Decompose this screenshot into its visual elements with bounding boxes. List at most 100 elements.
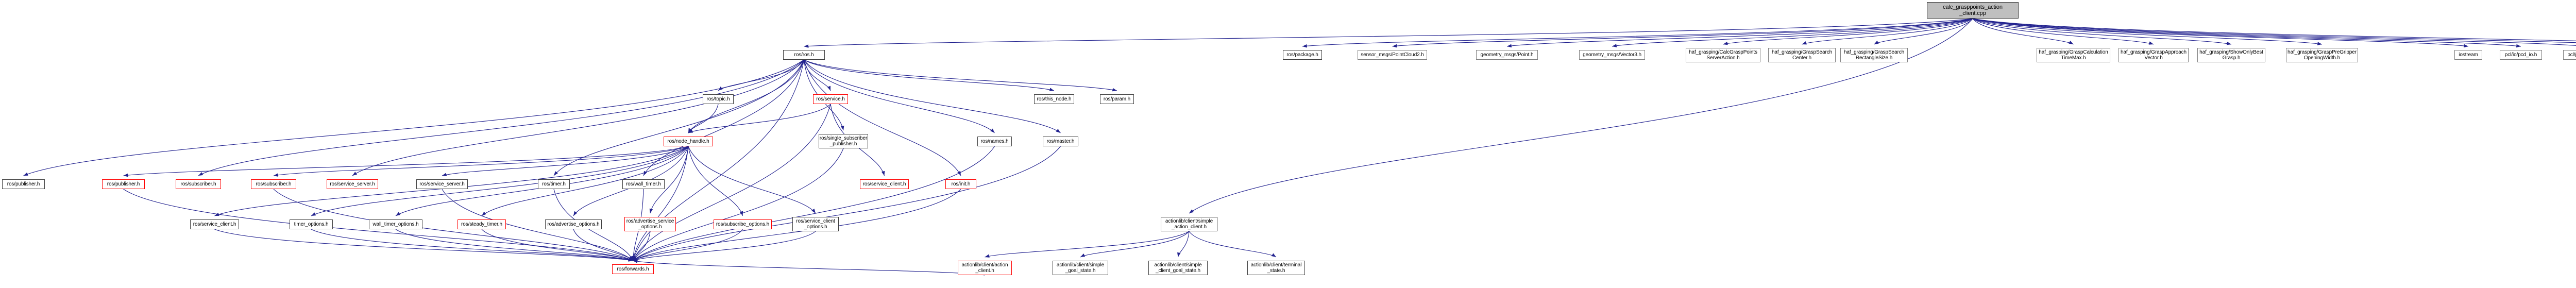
graph-node-label: ros/init.h — [951, 181, 971, 187]
graph-node-haf-searchrect[interactable]: haf_grasping/GraspSearch RectangleSize.h — [1840, 48, 1908, 62]
graph-node-haf-calctime[interactable]: haf_grasping/GraspCalculation TimeMax.h — [2037, 48, 2110, 62]
graph-node-ros-names[interactable]: ros/names.h — [977, 137, 1012, 146]
graph-node-ros-service-client-a[interactable]: ros/service_client.h — [860, 179, 909, 189]
graph-node-ros-subscriber-b[interactable]: ros/subscriber.h — [251, 179, 296, 189]
graph-node-ros-service-server-a[interactable]: ros/service_server.h — [327, 179, 378, 189]
graph-edge — [632, 231, 651, 261]
graph-edge — [481, 229, 633, 261]
graph-node-wall-timer-options[interactable]: wall_timer_options.h — [369, 219, 422, 229]
graph-node-ros-single-sub[interactable]: ros/single_subscriber _publisher.h — [819, 134, 868, 148]
graph-node-label: calc_grasppoints_action _client.cpp — [1943, 4, 2003, 16]
graph-node-label: sensor_msgs/PointCloud2.h — [1361, 52, 1424, 58]
graph-edge — [688, 146, 816, 214]
graph-node-label: ros/package.h — [1286, 52, 1318, 58]
graph-node-label: actionlib/client/action _client.h — [961, 262, 1008, 274]
graph-node-haf-showonly[interactable]: haf_grasping/ShowOnlyBest Grasp.h — [2197, 48, 2265, 62]
graph-edge — [1723, 18, 1973, 45]
graph-node-label: haf_grasping/GraspPreGripper OpeningWidt… — [2287, 49, 2357, 61]
graph-node-label: haf_grasping/ShowOnlyBest Grasp.h — [2199, 49, 2263, 61]
graph-node-ros-service-client-options[interactable]: ros/service_client _options.h — [792, 217, 839, 231]
graph-node-ros-package[interactable]: ros/package.h — [1283, 50, 1322, 60]
graph-node-label: ros/publisher.h — [107, 181, 140, 187]
graph-edge — [1972, 18, 2576, 43]
graph-node-ros-publisher-b[interactable]: ros/publisher.h — [102, 179, 145, 189]
graph-edge — [985, 231, 1190, 258]
graph-node-geom-point[interactable]: geometry_msgs/Point.h — [1476, 50, 1538, 60]
graph-node-pcl-pcd-io[interactable]: pcl/io/pcd_io.h — [2500, 50, 2542, 60]
graph-node-ros-service[interactable]: ros/service.h — [813, 94, 848, 104]
graph-node-haf-pregripper[interactable]: haf_grasping/GraspPreGripper OpeningWidt… — [2286, 48, 2358, 62]
graph-node-label: ros/names.h — [980, 139, 1009, 144]
graph-node-label: ros/steady_timer.h — [461, 222, 502, 227]
graph-node-ros-timer[interactable]: ros/timer.h — [538, 179, 570, 189]
graph-node-ros-advertise-options[interactable]: ros/advertise_options.h — [545, 219, 602, 229]
graph-edge — [632, 146, 689, 261]
graph-node-ros-subscribe-options[interactable]: ros/subscribe_options.h — [714, 219, 772, 229]
graph-node-label: ros/param.h — [1103, 96, 1131, 102]
graph-node-sensor-pointcloud2[interactable]: sensor_msgs/PointCloud2.h — [1358, 50, 1427, 60]
graph-node-ros-service-server-b[interactable]: ros/service_server.h — [416, 179, 468, 189]
graph-node-geom-vector3[interactable]: geometry_msgs/Vector3.h — [1579, 50, 1645, 60]
graph-node-ros-forwards[interactable]: ros/forwards.h — [612, 264, 654, 274]
graph-node-label: haf_grasping/GraspSearch Center.h — [1771, 49, 1833, 61]
graph-edge — [804, 59, 1055, 91]
graph-edge — [1972, 18, 2576, 46]
graph-edge — [718, 59, 804, 91]
graph-node-actionlib-action-client[interactable]: actionlib/client/action _client.h — [958, 261, 1012, 275]
graph-node-ros-publisher-a[interactable]: ros/publisher.h — [2, 179, 45, 189]
graph-edge — [1612, 18, 1973, 47]
graph-edge — [1392, 18, 1973, 48]
graph-node-actionlib-terminal-state[interactable]: actionlib/client/terminal _state.h — [1247, 261, 1305, 275]
graph-node-haf-calcgrasp[interactable]: haf_grasping/CalcGraspPoints ServerActio… — [1686, 48, 1760, 62]
graph-node-ros-subscriber-a[interactable]: ros/subscriber.h — [176, 179, 221, 189]
graph-node-label: wall_timer_options.h — [372, 222, 419, 227]
graph-edge — [633, 146, 1061, 261]
graph-node-ros-this-node[interactable]: ros/this_node.h — [1034, 94, 1074, 104]
graph-node-actionlib-simple-client-goal-state[interactable]: actionlib/client/simple _client_goal_sta… — [1148, 261, 1208, 275]
graph-node-root[interactable]: calc_grasppoints_action _client.cpp — [1927, 2, 2019, 19]
graph-node-label: ros/ros.h — [794, 52, 814, 58]
graph-node-label: ros/wall_timer.h — [626, 181, 661, 187]
graph-node-label: iostream — [2459, 52, 2478, 58]
graph-node-haf-approachvec[interactable]: haf_grasping/GraspApproach Vector.h — [2119, 48, 2189, 62]
graph-node-ros-ros[interactable]: ros/ros.h — [783, 50, 825, 60]
graph-node-label: actionlib/client/simple _client_goal_sta… — [1154, 262, 1202, 274]
graph-node-ros-node-handle[interactable]: ros/node_handle.h — [664, 137, 713, 146]
graph-node-haf-searchcenter[interactable]: haf_grasping/GraspSearch Center.h — [1768, 48, 1836, 62]
graph-edge — [1302, 18, 1973, 48]
graph-edge — [1972, 18, 2521, 48]
graph-node-label: ros/advertise_options.h — [547, 222, 600, 227]
graph-node-label: ros/subscribe_options.h — [716, 222, 770, 227]
graph-node-iostream[interactable]: iostream — [2454, 50, 2482, 60]
graph-node-ros-wall-timer[interactable]: ros/wall_timer.h — [622, 179, 665, 189]
graph-node-actionlib-simple-action-client[interactable]: actionlib/client/simple _action_client.h — [1161, 217, 1217, 231]
graph-edge — [633, 231, 816, 261]
graph-edge — [553, 59, 804, 176]
graph-edge — [273, 146, 689, 177]
graph-edge — [804, 18, 1973, 48]
graph-node-label: haf_grasping/GraspCalculation TimeMax.h — [2039, 49, 2108, 61]
graph-edge — [395, 229, 633, 261]
graph-node-label: haf_grasping/GraspApproach Vector.h — [2120, 49, 2187, 61]
graph-edge — [1972, 18, 2232, 45]
graph-node-pcl-point-types[interactable]: pcl/point_types.h — [2563, 50, 2576, 60]
graph-edge — [1506, 18, 1973, 48]
graph-edge — [688, 146, 743, 216]
graph-node-ros-init[interactable]: ros/init.h — [945, 179, 976, 189]
graph-node-label: ros/advertise_service _options.h — [626, 218, 674, 230]
graph-node-ros-advertise-service-options[interactable]: ros/advertise_service _options.h — [624, 217, 676, 231]
graph-edge — [633, 260, 985, 276]
graph-node-actionlib-simple-goal-state[interactable]: actionlib/client/simple _goal_state.h — [1053, 261, 1108, 275]
graph-node-ros-service-client-b[interactable]: ros/service_client.h — [190, 219, 239, 229]
graph-edge — [23, 59, 804, 176]
graph-node-ros-topic[interactable]: ros/topic.h — [703, 94, 734, 104]
graph-node-label: ros/publisher.h — [7, 181, 40, 187]
graph-node-ros-param[interactable]: ros/param.h — [1100, 94, 1134, 104]
graph-edge — [311, 229, 633, 262]
graph-node-ros-steady-timer[interactable]: ros/steady_timer.h — [457, 219, 506, 229]
graph-edge — [123, 146, 689, 177]
graph-node-timer-options[interactable]: timer_options.h — [290, 219, 333, 229]
graph-edge — [803, 59, 961, 176]
graph-node-ros-master[interactable]: ros/master.h — [1043, 137, 1078, 146]
